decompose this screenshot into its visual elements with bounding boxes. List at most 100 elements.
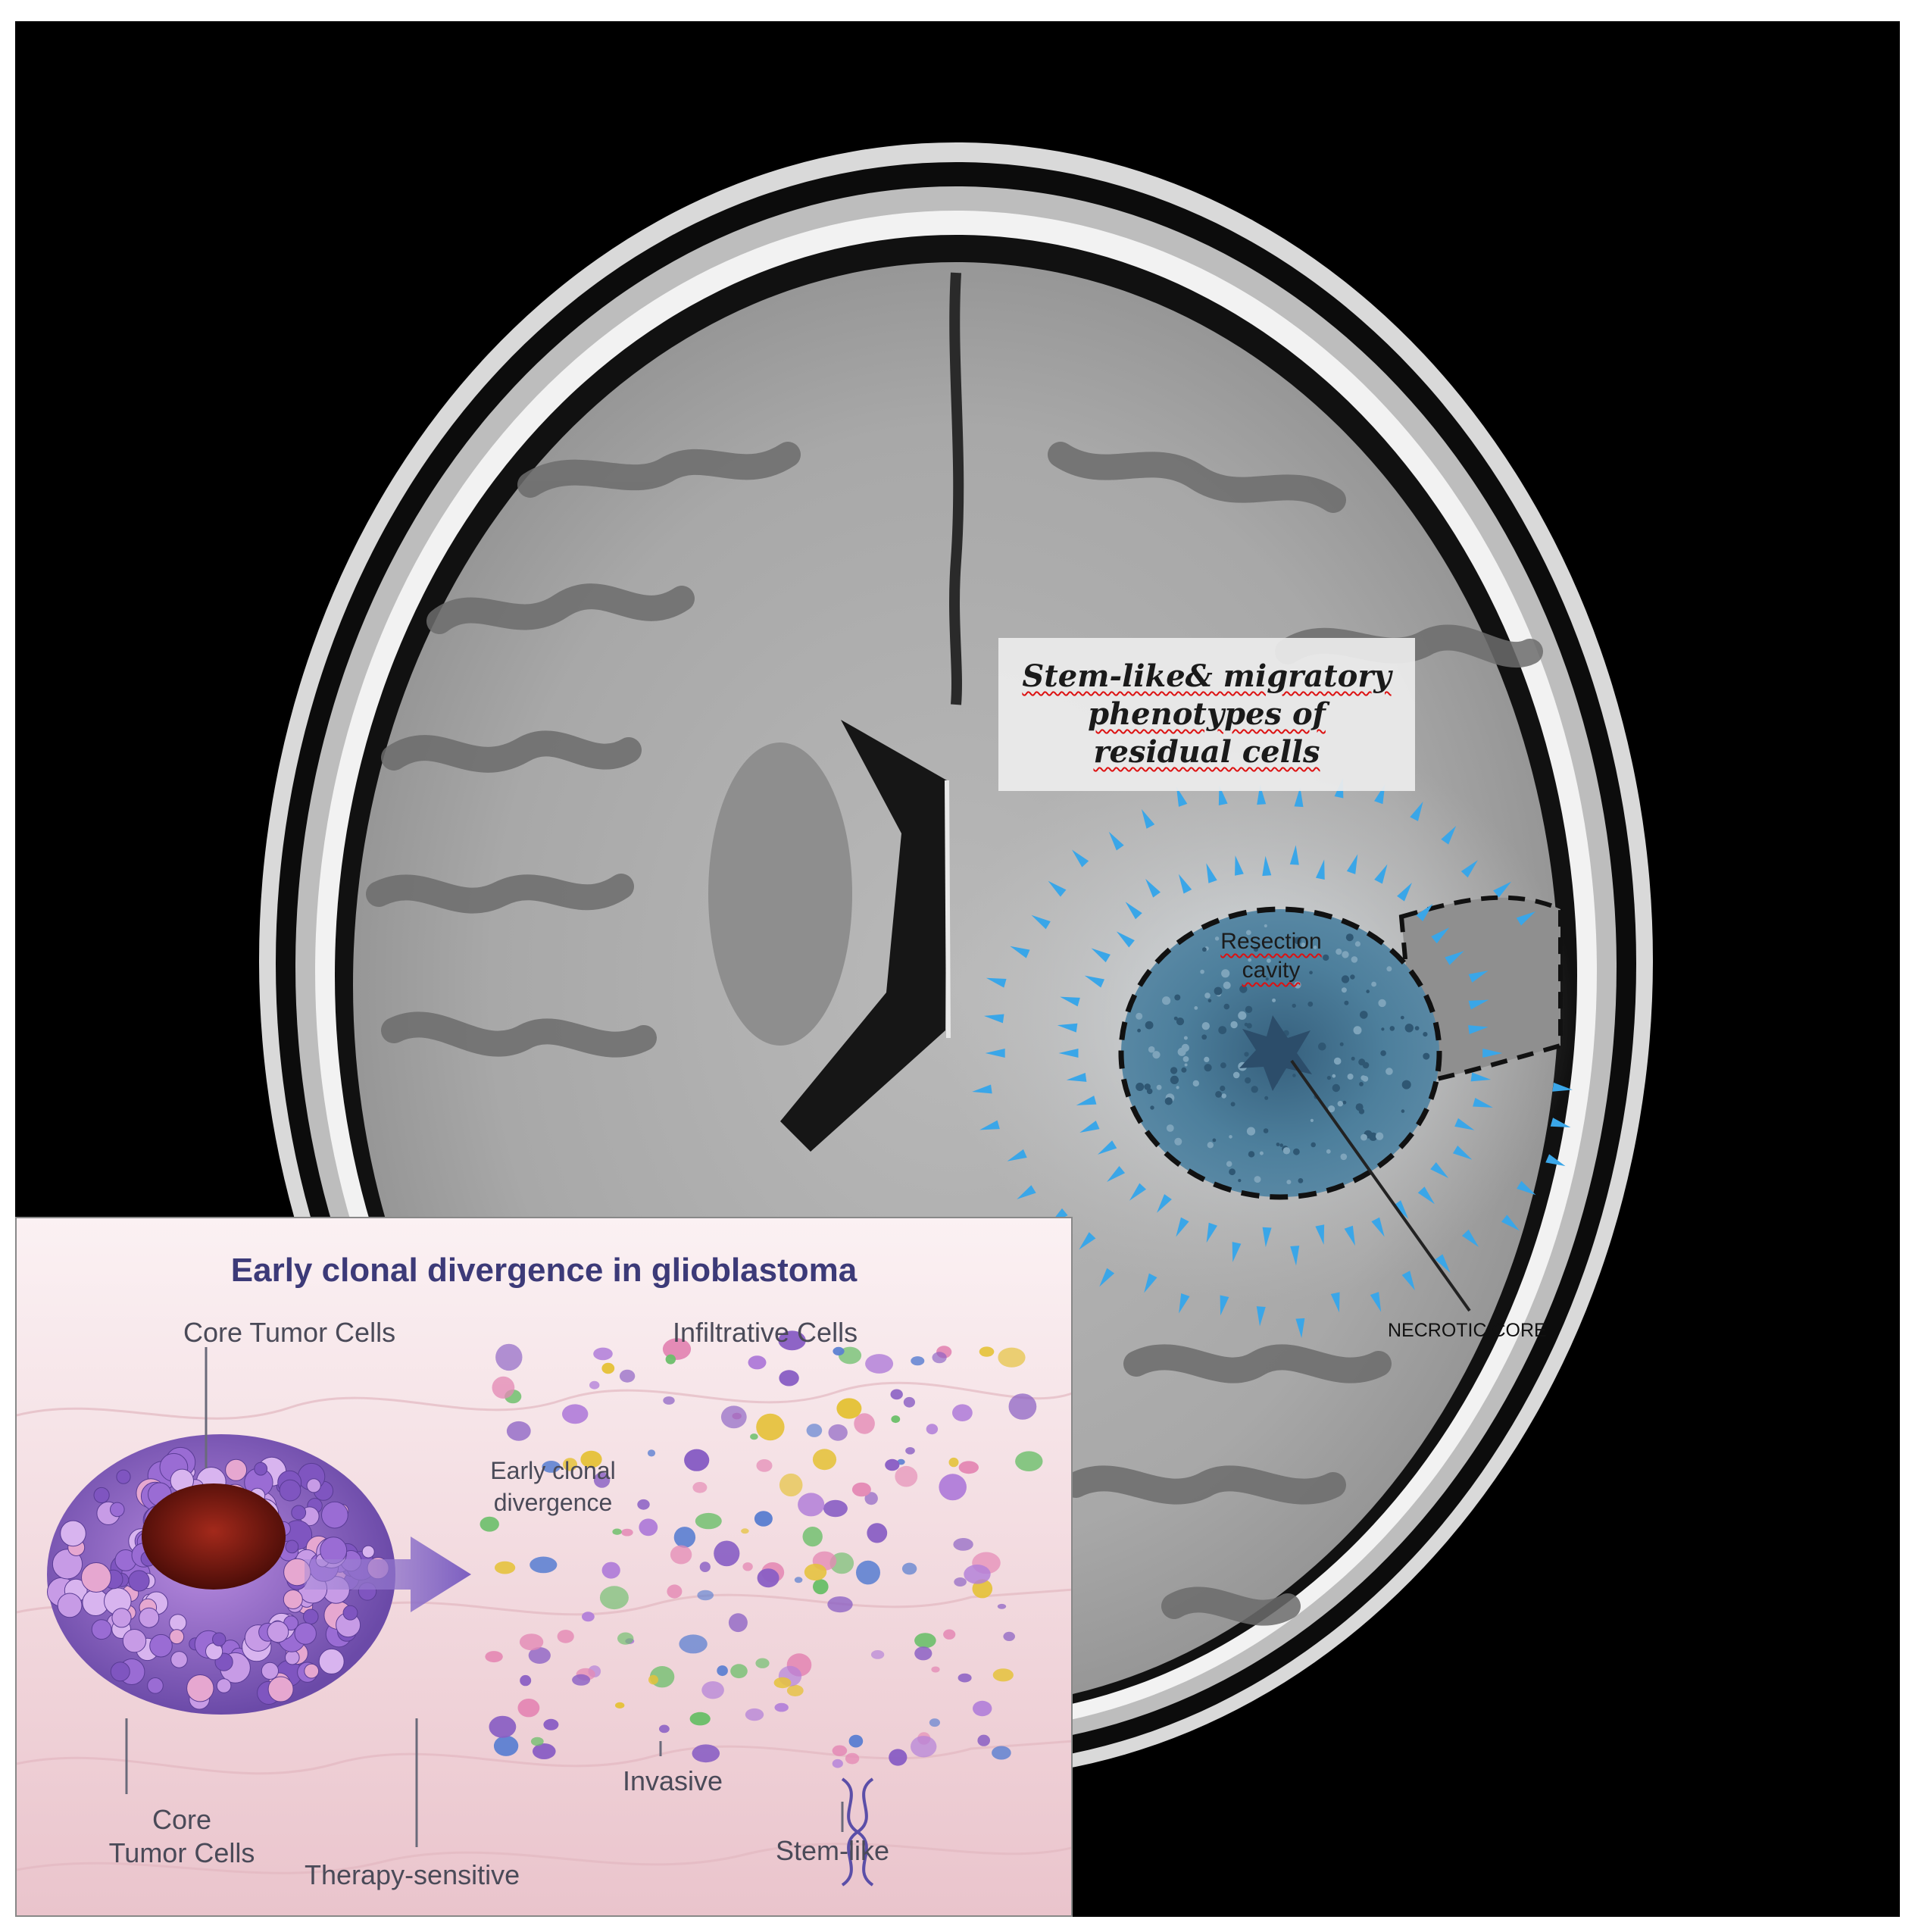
- migration-arrow: [1031, 914, 1051, 930]
- cavity-speckle-dot: [1339, 1042, 1344, 1046]
- cavity-speckle-dot: [1292, 1003, 1296, 1008]
- migration-arrow: [1007, 1149, 1027, 1161]
- cavity-speckle-dot: [1248, 958, 1252, 962]
- cavity-speckle-dot: [1221, 969, 1230, 978]
- cavity-speckle-dot: [1345, 933, 1354, 942]
- migration-arrow: [1473, 1098, 1493, 1108]
- migration-arrow: [986, 977, 1007, 988]
- migration-arrow: [1330, 1292, 1340, 1313]
- infiltrative-cell: [911, 1736, 937, 1758]
- inset-title: Early clonal divergence in glioblastoma: [230, 1252, 858, 1289]
- tumor-cell: [306, 1478, 321, 1493]
- cavity-speckle-dot: [1145, 1021, 1154, 1030]
- cavity-speckle-dot: [1202, 947, 1207, 952]
- infiltrative-cell: [774, 1702, 789, 1712]
- cavity-speckle-dot: [1360, 1011, 1368, 1019]
- phenotype-callout: Stem-like& migratory phenotypes of resid…: [998, 638, 1415, 791]
- infiltrative-cell: [665, 1354, 676, 1365]
- migration-arrow: [1206, 1222, 1218, 1243]
- cavity-speckle-dot: [1176, 1086, 1179, 1089]
- cavity-speckle-dot: [1307, 1001, 1314, 1007]
- tumor-cell: [342, 1605, 358, 1621]
- infiltrative-cell: [648, 1674, 658, 1685]
- infiltrative-cell: [845, 1752, 860, 1765]
- infiltrative-cell: [804, 1563, 827, 1581]
- infiltrative-cell: [701, 1681, 724, 1699]
- cavity-speckle-dot: [1239, 985, 1248, 993]
- cavity-speckle-dot: [1341, 975, 1350, 983]
- infiltrative-cell: [926, 1424, 939, 1435]
- infiltrative-cell: [979, 1346, 995, 1357]
- cavity-speckle-dot: [1332, 1083, 1341, 1093]
- cavity-speckle-dot: [1248, 1151, 1255, 1158]
- migration-arrow: [1371, 1217, 1385, 1237]
- infiltrative-cell: [572, 1674, 591, 1686]
- migration-arrow: [1176, 1217, 1189, 1237]
- cavity-speckle-dot: [1238, 1179, 1242, 1183]
- cavity-speckle-dot: [1342, 951, 1349, 958]
- infiltrative-cell: [794, 1577, 803, 1583]
- cavity-speckle-dot: [1366, 989, 1370, 993]
- cavity-speckle-dot: [1264, 1096, 1269, 1100]
- infiltrative-cell: [495, 1561, 516, 1574]
- infiltrative-cell: [599, 1586, 629, 1610]
- infiltrative-cell: [798, 1493, 825, 1517]
- infiltrative-cell: [480, 1516, 499, 1532]
- tumor-cell: [52, 1549, 83, 1580]
- cavity-speckle-dot: [1220, 1062, 1226, 1068]
- cavity-speckle-dot: [1381, 1027, 1385, 1031]
- cavity-speckle-dot: [1272, 998, 1276, 1002]
- core-line-2: Tumor Cells: [108, 1837, 255, 1868]
- cavity-speckle-dot: [1389, 1026, 1395, 1031]
- cavity-speckle-dot: [1347, 1074, 1354, 1080]
- infiltrative-cell: [914, 1633, 936, 1649]
- infiltrative-cell: [939, 1474, 967, 1501]
- infiltrative-cell: [832, 1758, 843, 1768]
- cavity-speckle-dot: [1146, 1088, 1153, 1095]
- resection-line-2: cavity: [1242, 958, 1301, 983]
- migratory-arrows: [972, 777, 1573, 1339]
- cavity-speckle-dot: [1401, 1109, 1405, 1113]
- migration-arrow: [1176, 786, 1188, 807]
- infiltrative-cell: [890, 1389, 903, 1400]
- infiltrative-cell: [495, 1343, 523, 1371]
- cavity-speckle-dot: [1378, 999, 1386, 1008]
- migration-arrow: [1125, 902, 1142, 920]
- cavity-speckle-dot: [1279, 1143, 1283, 1147]
- infiltrative-cell: [750, 1433, 758, 1440]
- cavity-speckle-dot: [1148, 1046, 1155, 1053]
- infiltrative-cell: [659, 1724, 670, 1733]
- cavity-speckle-dot: [1174, 994, 1181, 1001]
- infiltrative-cell: [779, 1370, 799, 1386]
- divergence-line-2: divergence: [493, 1489, 613, 1516]
- migration-arrow: [1206, 863, 1217, 883]
- migration-arrow: [1129, 1183, 1147, 1201]
- cavity-speckle-dot: [1298, 1178, 1304, 1183]
- cavity-speckle-dot: [1207, 999, 1212, 1003]
- cavity-speckle-dot: [1150, 1105, 1154, 1110]
- infiltrative-cell: [580, 1450, 602, 1468]
- migration-arrow: [1179, 1293, 1190, 1314]
- cavity-speckle-dot: [1212, 1138, 1217, 1143]
- tumor-cell: [291, 1505, 307, 1521]
- migration-arrow: [1262, 855, 1272, 877]
- cavity-speckle-dot: [1310, 1118, 1314, 1122]
- migration-arrow: [1346, 854, 1358, 874]
- cavity-speckle-dot: [1164, 1097, 1173, 1105]
- cavity-speckle-dot: [1207, 1142, 1214, 1149]
- cavity-speckle-dot: [1332, 1074, 1336, 1078]
- infiltrative-cell: [593, 1347, 613, 1361]
- tumor-cell: [303, 1608, 319, 1625]
- core-line-1: Core: [152, 1804, 212, 1835]
- infiltrative-cell: [952, 1404, 973, 1421]
- migration-arrow: [1393, 1200, 1409, 1219]
- callout-line-2: phenotypes of: [1088, 696, 1326, 732]
- infiltrative-cell: [1008, 1393, 1037, 1420]
- tumor-cell: [149, 1633, 173, 1658]
- migration-arrow: [1289, 845, 1299, 865]
- infiltrative-cell: [757, 1568, 779, 1588]
- migration-arrow: [1072, 849, 1089, 868]
- migration-arrow: [1116, 931, 1135, 948]
- migration-arrow: [1397, 882, 1412, 902]
- infiltrative-cell: [557, 1630, 574, 1643]
